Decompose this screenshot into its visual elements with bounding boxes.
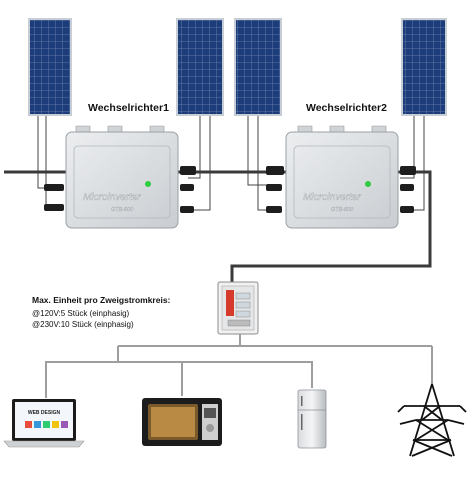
distribution-box [217, 281, 259, 335]
inverter-1-model: GTB-600 [111, 207, 134, 213]
inverter-2-connectors [266, 166, 416, 213]
microwave [142, 398, 222, 446]
status-led [145, 181, 151, 187]
info-heading: Max. Einheit pro Zweigstromkreis: [32, 295, 171, 305]
inverter-1: Microinverter GTB-600 [65, 125, 179, 229]
status-led [365, 181, 371, 187]
solar-panel-2 [176, 18, 224, 116]
inverter-1-label: Wechselrichter1 [88, 102, 169, 114]
inverter-2: Microinverter GTB-600 [285, 125, 399, 229]
inverter-2-label: Wechselrichter2 [306, 102, 387, 114]
info-line-120v: @120V:5 Stück (einphasig) [32, 309, 130, 318]
inverter-2-brand: Microinverter [303, 192, 361, 203]
solar-panel-1 [28, 18, 72, 116]
laptop: WEB DESIGN [3, 399, 85, 448]
laptop-screen-title: WEB DESIGN [28, 410, 61, 416]
info-line-230v: @230V:10 Stück (einphasig) [32, 320, 134, 329]
solar-panel-4 [401, 18, 447, 116]
inverter-2-model: GTB-600 [331, 207, 354, 213]
solar-panel-3 [234, 18, 282, 116]
inverter-1-brand: Microinverter [83, 192, 141, 203]
power-tower [397, 383, 467, 457]
refrigerator [297, 389, 327, 449]
inverter-1-connectors [44, 166, 196, 213]
distribution-lines [45, 334, 433, 398]
